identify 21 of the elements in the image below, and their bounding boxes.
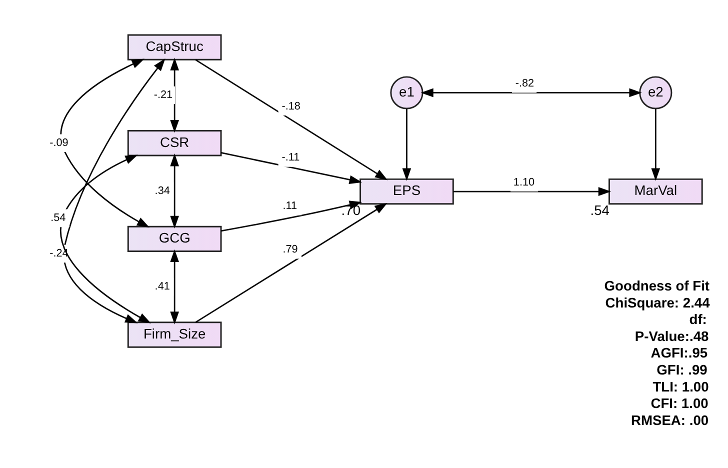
label: P-Value:.48 <box>634 327 709 344</box>
edge-label: -.18 <box>282 100 300 112</box>
edge-label: -.11 <box>282 151 300 164</box>
edge-label: -.21 <box>154 88 173 100</box>
label: GFI: .99 <box>656 360 708 377</box>
edge-label: .34 <box>154 184 170 196</box>
node-label: .54 <box>590 201 610 218</box>
label: TLI: 1.00 <box>652 378 709 394</box>
edge-label: .79 <box>282 243 298 256</box>
edge-label: -.82 <box>515 77 534 90</box>
label: AGFI:.95 <box>650 344 708 360</box>
label: CFI: 1.00 <box>650 394 708 411</box>
edge-label: .41 <box>154 280 170 292</box>
label: RMSEA: .00 <box>630 411 709 428</box>
label: df: <box>689 310 707 327</box>
edge-label: .11 <box>282 200 298 212</box>
label: Goodness of Fit <box>604 277 710 294</box>
label: ChiSquare: 2.44 <box>605 294 710 310</box>
edge-label: 1.10 <box>513 176 535 188</box>
edge-label: -.09 <box>50 136 68 148</box>
edge-label: .54 <box>50 211 66 224</box>
